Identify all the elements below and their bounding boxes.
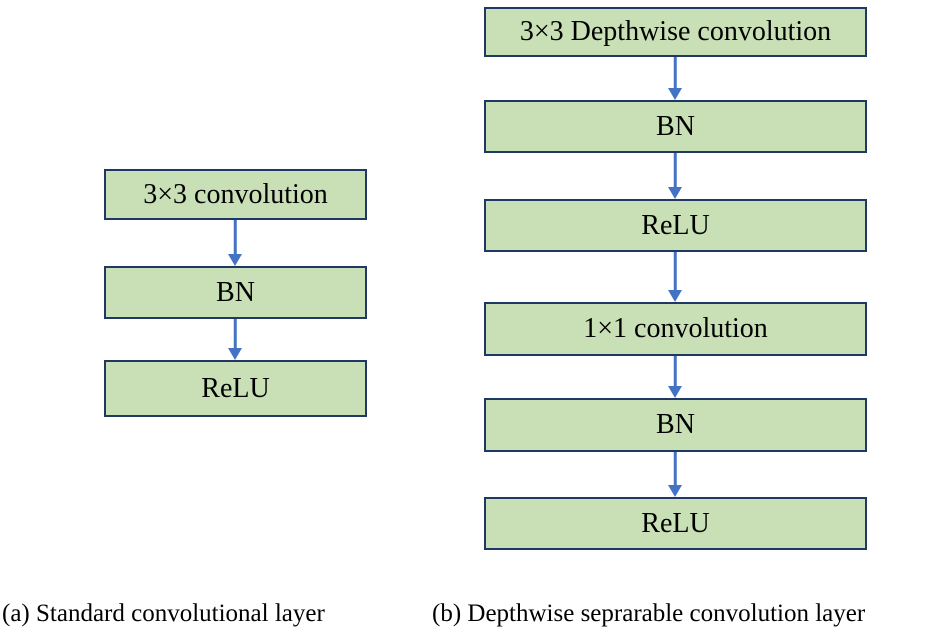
arrow-down-icon bbox=[666, 57, 684, 100]
node-bn: BN bbox=[484, 398, 867, 452]
arrow-down-icon bbox=[666, 356, 684, 398]
arrow-head bbox=[668, 187, 682, 199]
arrow-shaft bbox=[673, 57, 677, 91]
arrow-shaft bbox=[673, 153, 677, 190]
arrow-down-icon bbox=[666, 252, 684, 302]
arrow-shaft bbox=[233, 319, 237, 351]
caption-depthwise-separable-conv: (b) Depthwise seprarable convolution lay… bbox=[432, 600, 866, 627]
node-relu: ReLU bbox=[484, 199, 867, 252]
arrow-down-icon bbox=[666, 452, 684, 497]
caption-standard-conv: (a) Standard convolutional layer bbox=[2, 600, 325, 627]
arrow-shaft bbox=[673, 452, 677, 488]
node-relu: ReLU bbox=[484, 497, 867, 550]
arrow-head bbox=[668, 290, 682, 302]
arrow-head bbox=[668, 88, 682, 100]
arrow-head bbox=[228, 348, 242, 360]
arrow-head bbox=[668, 485, 682, 497]
arrow-shaft bbox=[673, 356, 677, 389]
arrow-shaft bbox=[673, 252, 677, 293]
arrow-down-icon bbox=[226, 319, 244, 360]
node-bn: BN bbox=[104, 266, 367, 319]
node-relu: ReLU bbox=[104, 360, 367, 417]
arrow-head bbox=[668, 386, 682, 398]
arrow-down-icon bbox=[666, 153, 684, 199]
arrow-down-icon bbox=[226, 220, 244, 266]
node-3x3-convolution: 3×3 convolution bbox=[104, 169, 367, 220]
arrow-head bbox=[228, 254, 242, 266]
node-1x1-convolution: 1×1 convolution bbox=[484, 302, 867, 356]
node-3x3-depthwise-convolution: 3×3 Depthwise convolution bbox=[484, 7, 867, 57]
node-bn: BN bbox=[484, 100, 867, 153]
arrow-shaft bbox=[233, 220, 237, 257]
